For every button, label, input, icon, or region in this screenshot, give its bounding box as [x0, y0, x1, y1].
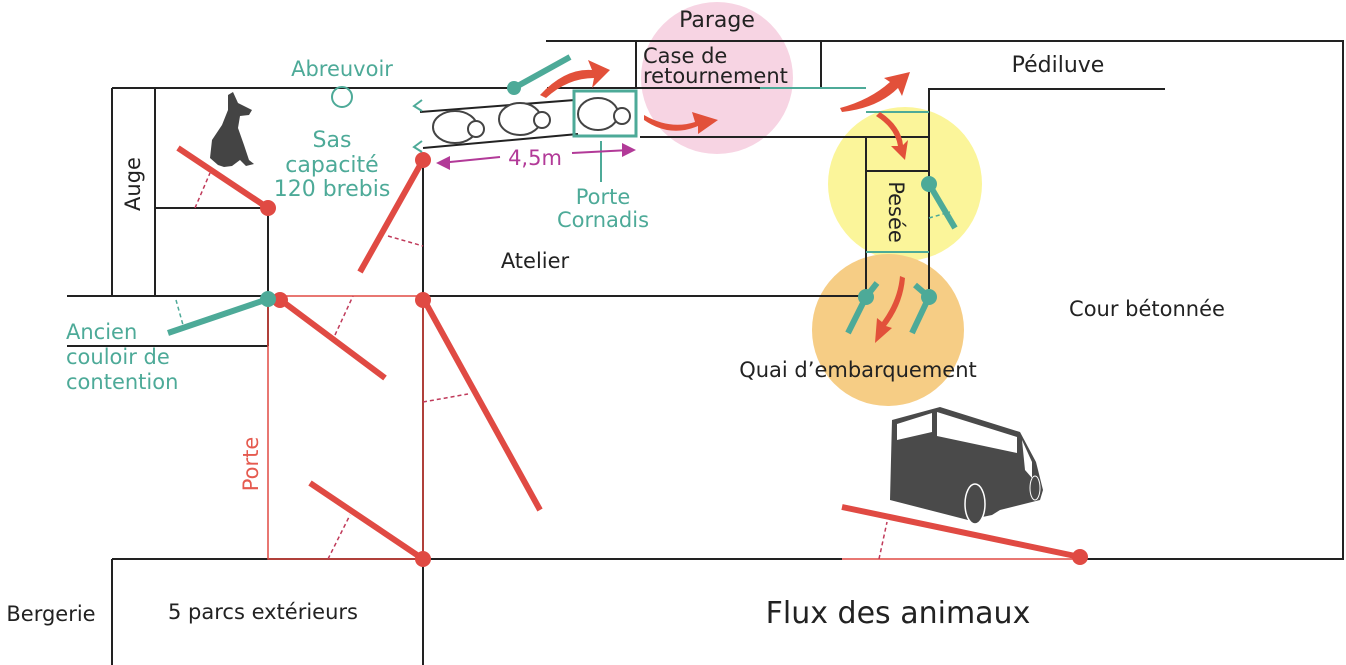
porte-cornadis-box: [572, 89, 638, 138]
teal-partitions: [760, 87, 929, 253]
measure-arrowhead-right: [622, 143, 636, 157]
red-gates: [176, 145, 1081, 562]
label-distance: 4,5m: [508, 146, 562, 170]
measure-arrowhead-left: [436, 156, 450, 170]
label-quai: Quai d’embarquement: [739, 358, 977, 382]
truck-icon: [890, 407, 1043, 525]
label-parage: Parage: [679, 8, 755, 33]
sheep-icon: [432, 97, 631, 144]
label-porte-cornadis-1: Porte: [576, 185, 631, 209]
gate-hinges-teal: [260, 81, 937, 307]
water-trough-icon: [331, 86, 353, 108]
label-auge: Auge: [121, 157, 145, 211]
label-pediluve: Pédiluve: [1012, 53, 1105, 78]
label-sas-3: 120 brebis: [274, 177, 391, 202]
gate-swing-dashes: [175, 172, 951, 560]
porte-frame: [267, 295, 1080, 560]
label-cour: Cour bétonnée: [1069, 297, 1225, 321]
label-porte-cornadis-2: Cornadis: [557, 208, 649, 232]
label-case-retournement-2: retournement: [643, 64, 788, 88]
label-ancien-2: couloir de: [66, 345, 170, 369]
label-bergerie: Bergerie: [6, 602, 95, 626]
label-abreuvoir: Abreuvoir: [291, 57, 393, 81]
dog-icon: [210, 92, 254, 167]
label-parcs: 5 parcs extérieurs: [168, 600, 358, 624]
left-direction-marks: [412, 99, 423, 153]
label-sas-2: capacité: [285, 153, 378, 178]
diagram-title: Flux des animaux: [766, 596, 1031, 631]
flow-arrows: [540, 60, 910, 343]
label-ancien-3: contention: [66, 370, 178, 394]
gate-hinges-red: [260, 152, 1088, 567]
label-ancien-1: Ancien: [66, 320, 137, 344]
label-pesee: Pesée: [884, 181, 908, 243]
label-case-retournement-1: Case de: [643, 44, 727, 68]
label-porte: Porte: [239, 437, 263, 492]
label-sas-1: Sas: [313, 128, 352, 153]
label-atelier: Atelier: [501, 249, 570, 273]
